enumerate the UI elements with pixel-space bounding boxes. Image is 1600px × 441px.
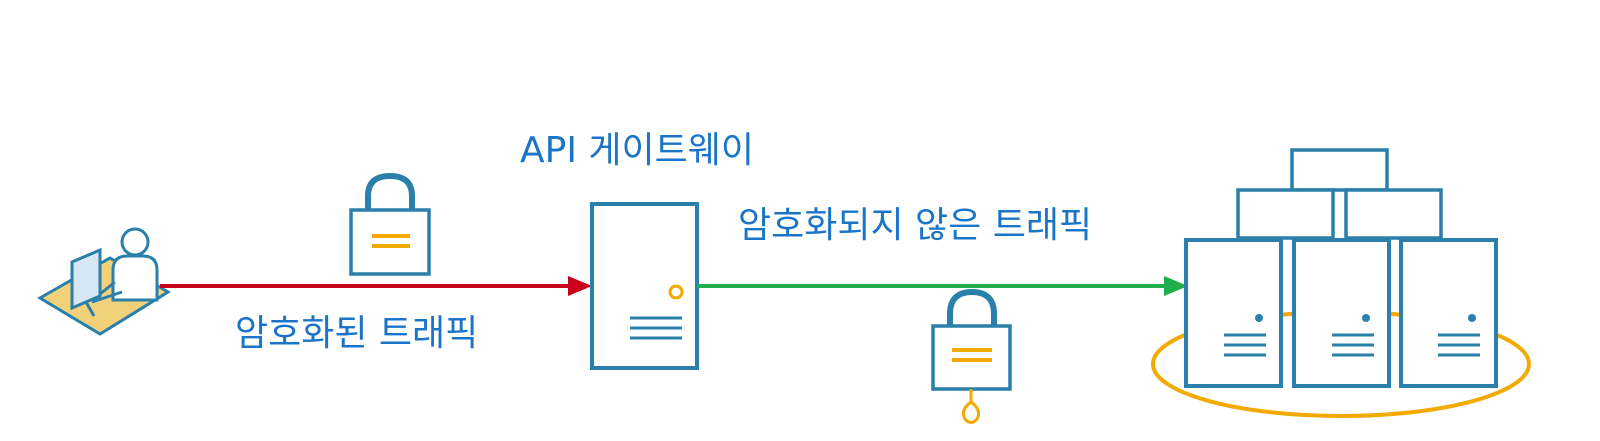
user-at-computer-icon [37,227,171,336]
server-cluster-icon [1151,148,1531,418]
gateway-server-icon [590,202,699,370]
unlocked-lock-icon [931,288,1012,424]
lock-icon [349,172,431,276]
backend-server-3 [1399,238,1498,388]
unencrypted-traffic-label: 암호화되지 않은 트래픽 [738,205,1093,246]
unencrypted-traffic-arrow [697,276,1188,296]
encrypted-traffic-label: 암호화된 트래픽 [235,313,479,354]
encrypted-traffic-arrow [160,276,592,296]
backend-server-1 [1184,238,1283,388]
backend-server-2 [1292,238,1391,388]
api-gateway-label: API 게이트웨이 [520,130,754,171]
